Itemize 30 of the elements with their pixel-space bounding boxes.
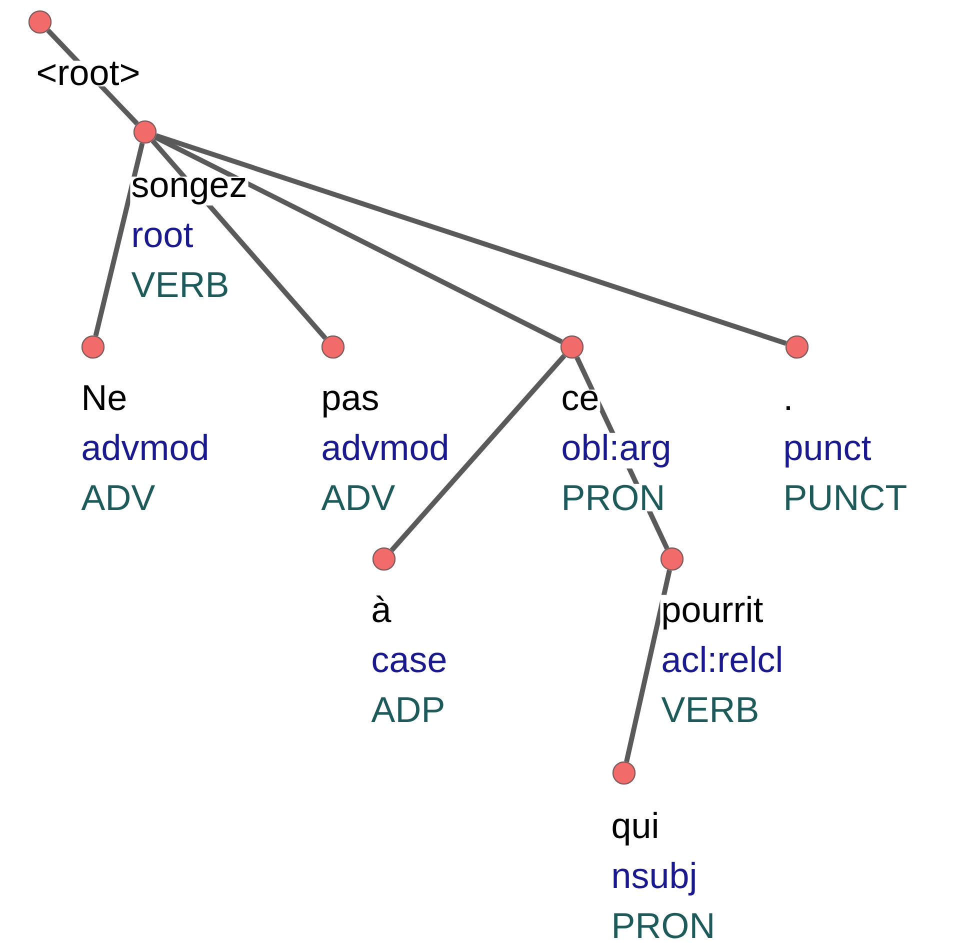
tag-label: PRON bbox=[560, 484, 666, 512]
word-label: ce bbox=[560, 390, 600, 412]
tag-label: PRON bbox=[610, 912, 716, 940]
tag-label: VERB bbox=[660, 696, 760, 723]
tag-label: VERB bbox=[130, 271, 230, 298]
tag-label: ADP bbox=[370, 696, 446, 723]
word-label: Ne bbox=[80, 384, 128, 412]
word-label: pourrit bbox=[660, 594, 764, 630]
tag-label: ADV bbox=[80, 484, 156, 511]
word-label: qui bbox=[610, 810, 660, 846]
word-label: à bbox=[370, 594, 392, 624]
tree-edge bbox=[624, 570, 672, 762]
word-label: <root> bbox=[35, 60, 142, 86]
tree-edge bbox=[390, 354, 566, 552]
tag-label: ADV bbox=[320, 484, 396, 511]
relation-label: obl:arg bbox=[560, 432, 672, 468]
relation-label: root bbox=[130, 222, 194, 248]
relation-label: acl:relcl bbox=[660, 644, 784, 674]
tree-edge bbox=[154, 134, 563, 344]
word-label: . bbox=[782, 405, 794, 411]
relation-label: advmod bbox=[320, 432, 450, 462]
tree-edge bbox=[155, 133, 787, 346]
tree-edge bbox=[93, 142, 145, 336]
word-label: pas bbox=[320, 390, 380, 418]
relation-label: punct bbox=[782, 436, 872, 468]
relation-label: advmod bbox=[80, 432, 210, 462]
relation-label: nsubj bbox=[610, 860, 698, 896]
word-label: songez bbox=[130, 176, 248, 206]
relation-label: case bbox=[370, 652, 448, 674]
tag-label: PUNCT bbox=[782, 484, 908, 512]
